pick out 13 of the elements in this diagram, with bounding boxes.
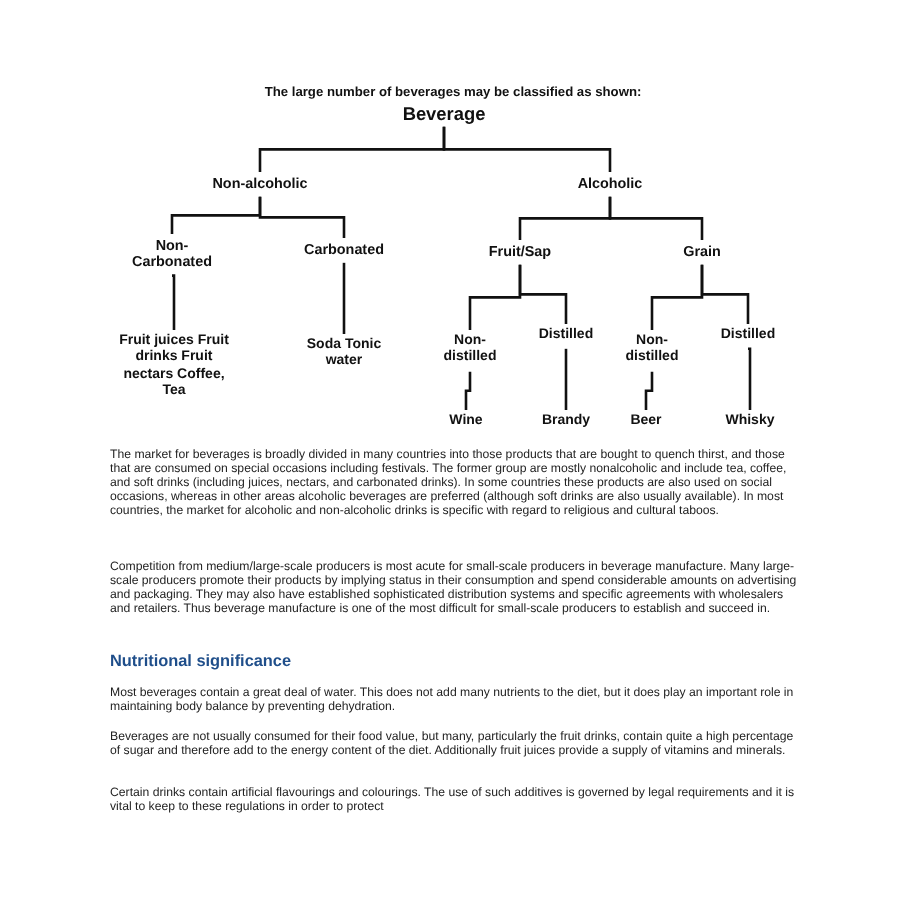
tree-connector (700, 264, 750, 324)
tree-connector (564, 347, 568, 410)
section-heading: Nutritional significance (110, 652, 292, 670)
tree-connector (608, 196, 704, 240)
tree-connector (170, 274, 176, 330)
tree-connector (518, 264, 568, 324)
tree-connector (258, 196, 346, 238)
tree-connector (746, 347, 752, 410)
tree-connector (442, 126, 612, 172)
tree-connector (342, 261, 346, 334)
category-label: Beverage (402, 106, 486, 123)
tree-connector (464, 371, 472, 410)
tree-connector (644, 371, 654, 410)
